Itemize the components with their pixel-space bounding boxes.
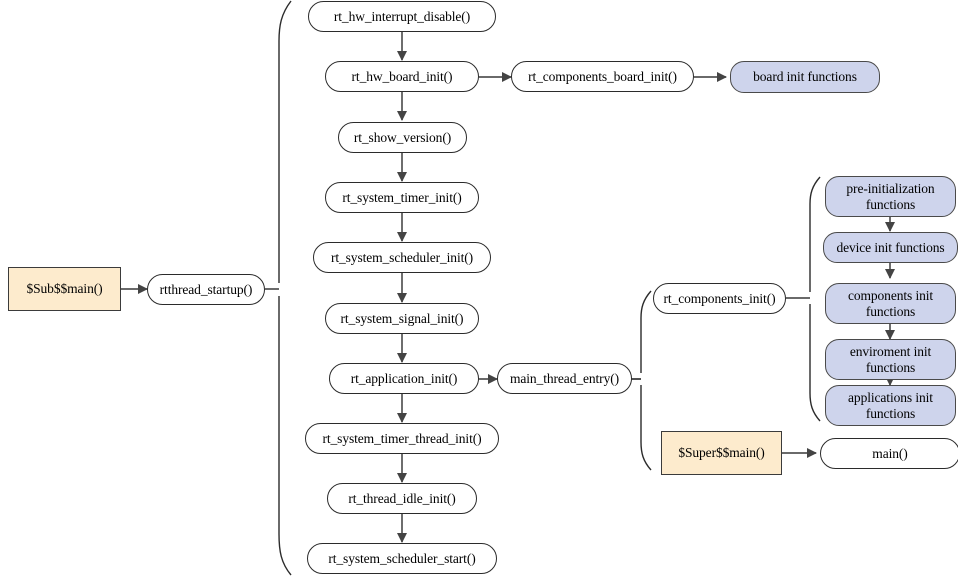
node-system-signal-init[interactable]: rt_system_signal_init()	[325, 303, 479, 334]
node-board-init-functions-label: board init functions	[753, 69, 857, 85]
node-system-scheduler-start-label: rt_system_scheduler_start()	[328, 550, 476, 566]
node-applications-init-functions[interactable]: applications init functions	[825, 385, 956, 426]
node-thread-idle-init-label: rt_thread_idle_init()	[348, 490, 456, 506]
node-system-scheduler-start[interactable]: rt_system_scheduler_start()	[307, 543, 497, 574]
node-system-timer-thread-init[interactable]: rt_system_timer_thread_init()	[305, 423, 499, 454]
node-system-scheduler-init-label: rt_system_scheduler_init()	[330, 249, 474, 265]
node-pre-initialization-functions[interactable]: pre-initialization functions	[825, 176, 956, 217]
node-system-signal-init-label: rt_system_signal_init()	[340, 310, 464, 326]
node-show-version-label: rt_show_version()	[353, 129, 452, 145]
node-hw-board-init-label: rt_hw_board_init()	[351, 68, 453, 84]
node-super-main-label: $Super$$main()	[678, 445, 765, 461]
node-components-init-functions-label: components init functions	[847, 287, 934, 319]
node-rtthread-startup[interactable]: rtthread_startup()	[147, 274, 265, 305]
node-components-init[interactable]: rt_components_init()	[653, 283, 786, 314]
node-applications-init-functions-label: applications init functions	[848, 389, 933, 421]
brace-stub-group	[632, 297, 800, 380]
node-board-init-functions[interactable]: board init functions	[730, 61, 880, 93]
node-super-main[interactable]: $Super$$main()	[661, 431, 782, 475]
node-device-init-functions[interactable]: device init functions	[823, 232, 958, 263]
node-main[interactable]: main()	[820, 438, 958, 469]
node-hw-interrupt-disable-label: rt_hw_interrupt_disable()	[333, 8, 471, 24]
node-components-board-init-label: rt_components_board_init()	[528, 68, 677, 84]
node-system-timer-init[interactable]: rt_system_timer_init()	[325, 182, 479, 213]
node-application-init[interactable]: rt_application_init()	[329, 363, 479, 394]
node-show-version[interactable]: rt_show_version()	[338, 122, 467, 153]
node-enviroment-init-functions-label: enviroment init functions	[849, 343, 932, 375]
node-enviroment-init-functions[interactable]: enviroment init functions	[825, 339, 956, 380]
brace-components-init	[800, 176, 821, 422]
node-main-thread-entry-label: main_thread_entry()	[509, 370, 620, 386]
node-main-label: main()	[872, 445, 908, 461]
node-components-init-functions[interactable]: components init functions	[825, 283, 956, 324]
brace-startup	[265, 0, 292, 576]
node-sub-main-label: $Sub$$main()	[26, 281, 103, 297]
node-system-timer-thread-init-label: rt_system_timer_thread_init()	[322, 430, 482, 446]
node-sub-main[interactable]: $Sub$$main()	[8, 267, 121, 311]
node-components-init-label: rt_components_init()	[663, 290, 776, 306]
node-thread-idle-init[interactable]: rt_thread_idle_init()	[327, 483, 477, 514]
node-system-timer-init-label: rt_system_timer_init()	[342, 189, 462, 205]
node-hw-board-init[interactable]: rt_hw_board_init()	[325, 61, 479, 92]
node-device-init-functions-label: device init functions	[836, 239, 945, 255]
node-pre-initialization-functions-label: pre-initialization functions	[846, 180, 935, 212]
node-components-board-init[interactable]: rt_components_board_init()	[511, 61, 694, 92]
node-rtthread-startup-label: rtthread_startup()	[159, 281, 253, 297]
node-hw-interrupt-disable[interactable]: rt_hw_interrupt_disable()	[308, 1, 496, 32]
node-application-init-label: rt_application_init()	[350, 370, 458, 386]
brace-main-thread-entry	[630, 290, 652, 471]
node-main-thread-entry[interactable]: main_thread_entry()	[497, 363, 632, 394]
node-system-scheduler-init[interactable]: rt_system_scheduler_init()	[313, 242, 491, 273]
